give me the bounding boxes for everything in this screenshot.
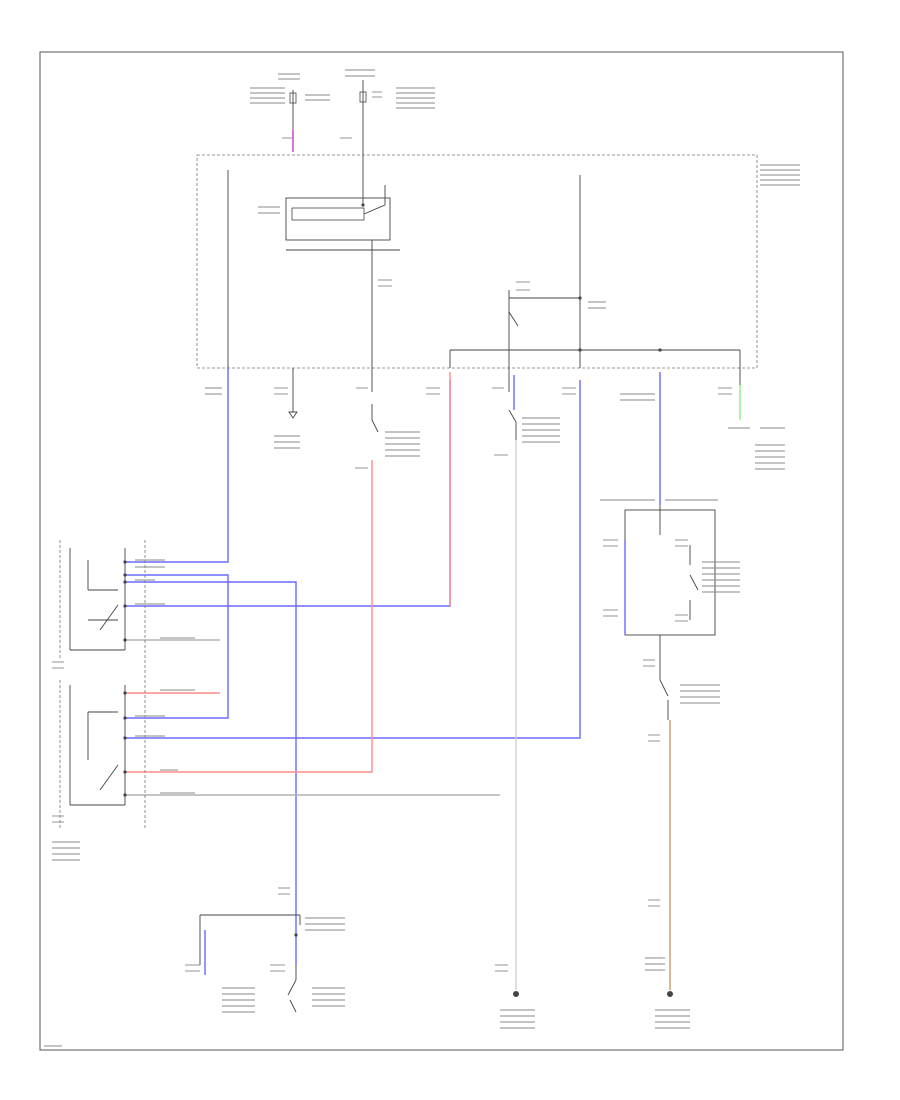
wire-red-2 [125, 460, 373, 773]
switch-icon [371, 404, 379, 433]
wire-blue-3 [125, 581, 297, 898]
bottom-switch-group [199, 914, 301, 1013]
wire-blue-6 [125, 380, 451, 607]
control-module-outline [196, 154, 758, 369]
wire-blue-5 [125, 380, 581, 739]
diagram-frame [39, 51, 844, 1051]
relay-coil-icon [291, 207, 365, 221]
ground-icon [288, 411, 298, 419]
relay-block [285, 185, 400, 368]
fuse-icon [359, 91, 367, 103]
wire-blue-2 [125, 574, 229, 719]
right-switch-box [624, 505, 716, 636]
connector-node-icon [361, 203, 365, 207]
switch-icon [508, 311, 519, 327]
switch-icon [508, 409, 517, 440]
wire-blue-1 [125, 368, 229, 563]
switch-icon [287, 965, 297, 996]
left-connector-upper [69, 548, 127, 651]
switch-icon [689, 545, 699, 620]
fuse-feeds [289, 80, 367, 205]
ground-icon [513, 991, 519, 997]
left-connector-lower [69, 685, 127, 806]
ground-icon [667, 991, 673, 997]
fuse-icon [289, 92, 297, 104]
switch-icon [659, 679, 669, 720]
illegible-label-marks [44, 69, 800, 1047]
